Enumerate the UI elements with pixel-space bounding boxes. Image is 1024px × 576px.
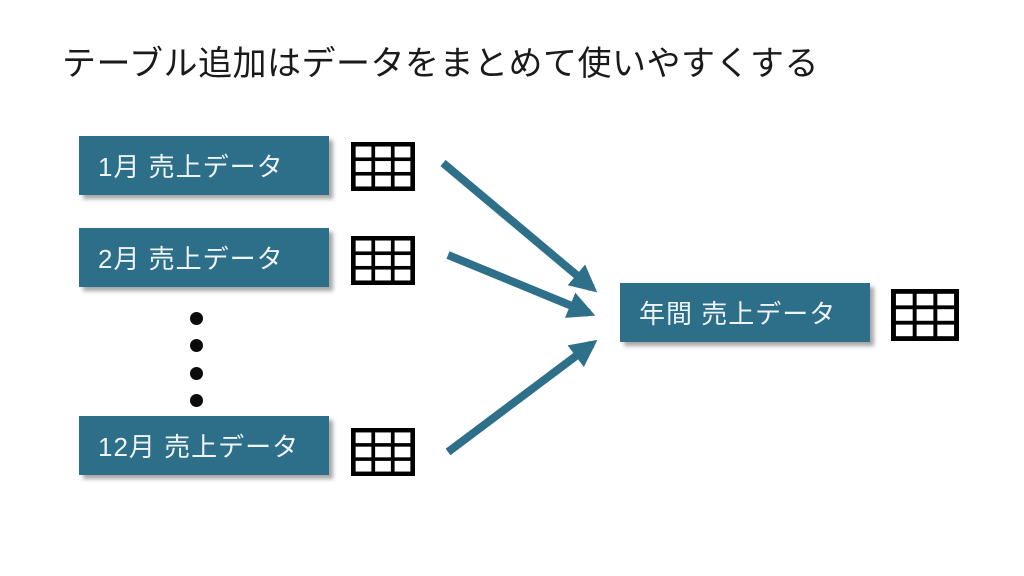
- source-box-december: 12月 売上データ: [79, 416, 329, 475]
- ellipsis-dots: [189, 312, 203, 407]
- ellipsis-dot: [189, 339, 203, 353]
- source-box-january-label: 1月 売上データ: [98, 152, 284, 182]
- target-box-annual-label: 年間 売上データ: [639, 299, 837, 329]
- table-icon-december: [351, 428, 415, 476]
- table-icon-annual: [891, 289, 959, 341]
- slide-title: テーブル追加はデータをまとめて使いやすくする: [62, 45, 819, 83]
- arrow-february-to-annual: [446, 251, 596, 318]
- ellipsis-dot: [189, 312, 203, 325]
- target-box-annual: 年間 売上データ: [620, 283, 870, 342]
- ellipsis-dot: [189, 366, 203, 380]
- source-box-february: 2月 売上データ: [79, 228, 329, 287]
- arrow-december-to-annual: [445, 339, 598, 456]
- arrow-january-to-annual: [440, 159, 598, 293]
- source-box-february-label: 2月 売上データ: [98, 244, 284, 274]
- source-box-december-label: 12月 売上データ: [98, 432, 300, 462]
- table-icon-january: [351, 142, 415, 191]
- source-box-january: 1月 売上データ: [79, 136, 329, 195]
- ellipsis-dot: [189, 393, 203, 407]
- table-icon-february: [351, 236, 415, 285]
